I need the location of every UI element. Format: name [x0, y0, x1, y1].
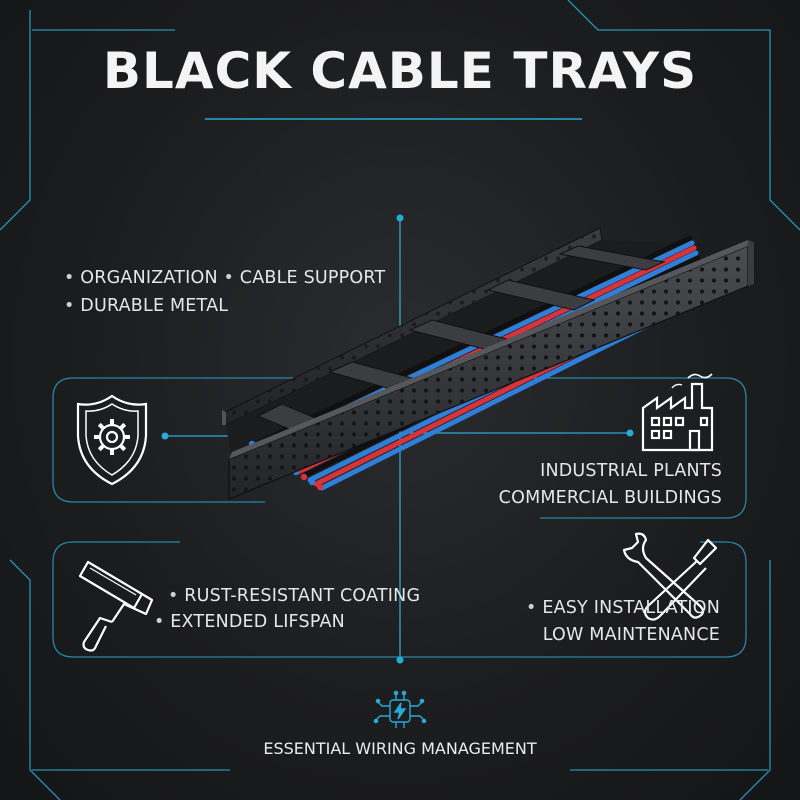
shield-gear-icon: [76, 394, 148, 486]
installation-line-1: • EASY INSTALLATION: [526, 598, 720, 618]
info-box-frames: [52, 377, 747, 658]
circuit-bolt-icon: [373, 690, 427, 728]
feature-rust-resistant: RUST-RESISTANT COATING: [184, 586, 421, 606]
paint-roller-icon: [78, 560, 154, 652]
wrench-screwdriver-icon: [622, 532, 718, 621]
feature-cable-support: CABLE SUPPORT: [239, 268, 386, 288]
application-industrial: INDUSTRIAL PLANTS: [540, 461, 722, 481]
application-commercial: COMMERCIAL BUILDINGS: [498, 488, 722, 508]
connector-lines: [165, 218, 630, 660]
feature-organization: ORGANIZATION: [80, 268, 218, 288]
features-line-2: • DURABLE METAL: [64, 296, 229, 316]
feature-extended-lifespan: EXTENDED LIFSPAN: [170, 612, 345, 632]
tray-crossbars: [256, 245, 666, 443]
coating-line-2: • EXTENDED LIFSPAN: [154, 612, 345, 632]
feature-durable-metal: DURABLE METAL: [80, 296, 229, 316]
coating-line-1: • RUST-RESISTANT COATING: [168, 586, 421, 606]
features-line-1: • ORGANIZATION • CABLE SUPPORT: [64, 268, 386, 288]
feature-easy-installation: EASY INSTALLATION: [542, 598, 720, 618]
installation-line-2: LOW MAINTENANCE: [542, 625, 720, 645]
connector-dots: [161, 214, 634, 664]
factory-icon: [641, 373, 714, 452]
page-title: BLACK CABLE TRAYS: [102, 42, 698, 100]
footer-tagline: ESSENTIAL WIRING MANAGEMENT: [263, 739, 537, 758]
